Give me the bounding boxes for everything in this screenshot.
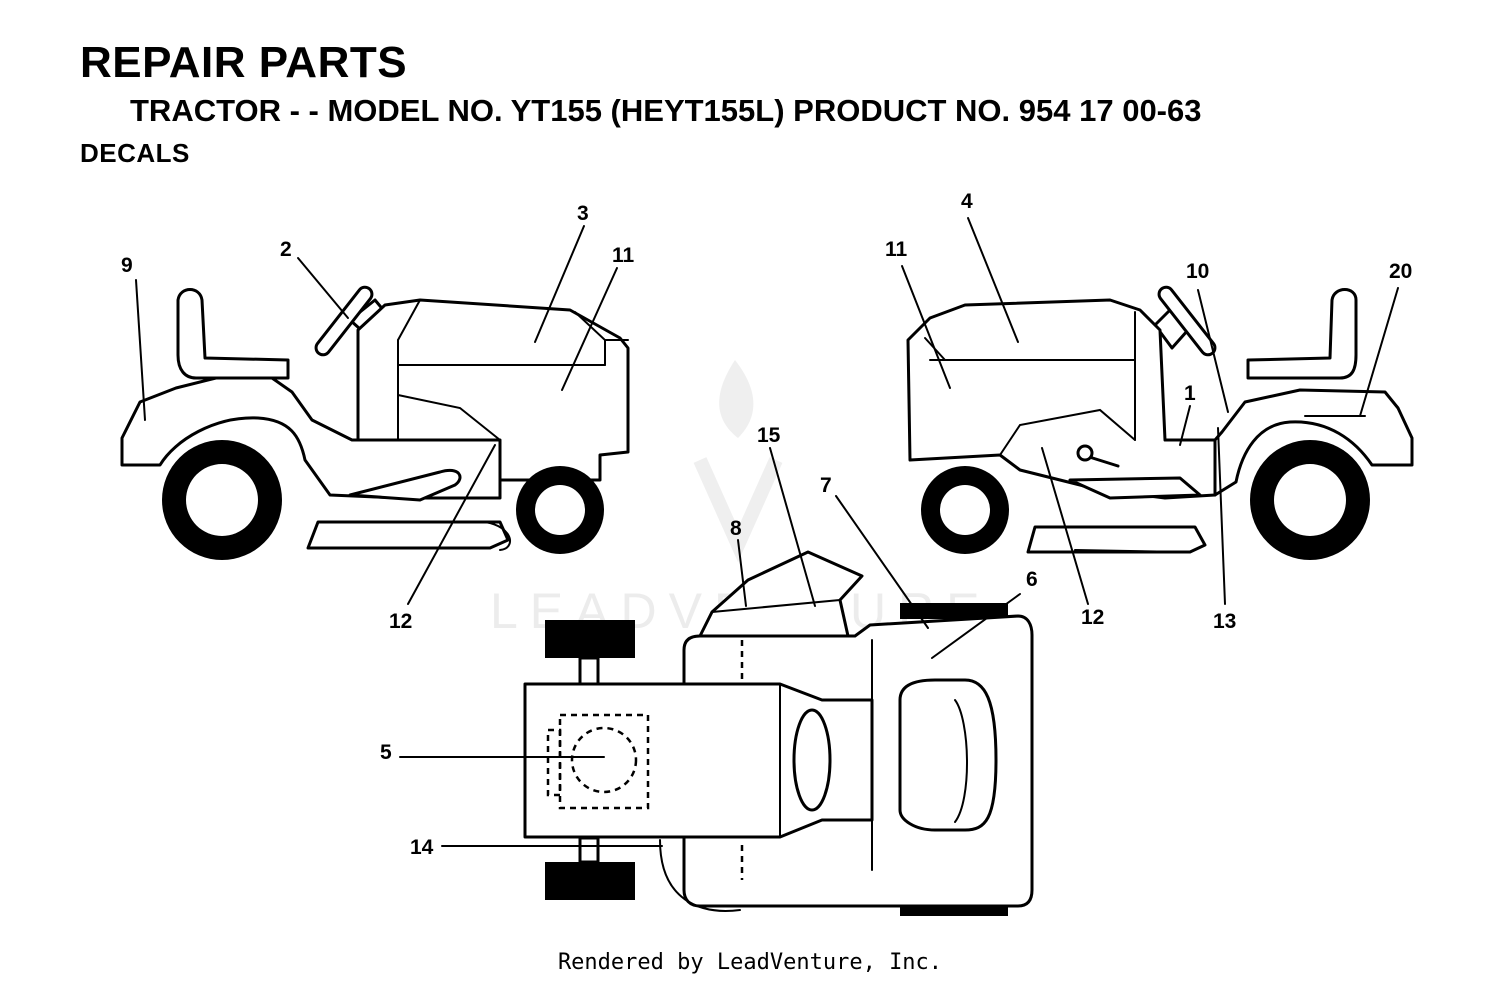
front-wheel-top-a — [545, 620, 635, 658]
rear-body-left — [120, 376, 502, 500]
callout-10: 10 — [1186, 260, 1209, 283]
callout-2: 2 — [280, 238, 292, 261]
callout-8: 8 — [730, 517, 742, 540]
deck-discharge-left — [469, 520, 511, 551]
callout-14: 14 — [410, 836, 434, 859]
callout-12-left: 12 — [389, 610, 412, 633]
page-subtitle: TRACTOR - - MODEL NO. YT155 (HEYT155L) P… — [130, 93, 1202, 128]
rear-wheel-top-a — [900, 603, 1008, 619]
footer-credit: Rendered by LeadVenture, Inc. — [557, 950, 943, 975]
tractor-top-view — [399, 447, 1034, 916]
tractor-right-side-view — [901, 217, 1414, 605]
page-title: REPAIR PARTS — [80, 38, 408, 87]
tractor-left-side-view — [120, 225, 630, 605]
hood-left — [356, 298, 630, 482]
seat-left — [176, 288, 290, 380]
callout-15: 15 — [757, 424, 781, 447]
callout-20: 20 — [1389, 260, 1412, 283]
callout-6: 6 — [1026, 568, 1038, 591]
callout-5: 5 — [380, 741, 392, 764]
callout-9: 9 — [121, 254, 133, 277]
hood-top — [523, 682, 874, 839]
section-title: DECALS — [80, 138, 190, 168]
callout-13: 13 — [1213, 610, 1236, 633]
front-wheel-top-b — [545, 862, 635, 900]
steering-wheel-top — [792, 708, 832, 812]
callout-7: 7 — [820, 474, 832, 497]
mower-deck-left — [306, 520, 510, 550]
steering-wheel-right — [1157, 285, 1217, 357]
seat-top — [898, 678, 998, 832]
callout-1: 1 — [1184, 382, 1196, 405]
discharge-chute-top — [698, 550, 864, 638]
steering-wheel-left — [314, 285, 374, 357]
hood-right — [906, 298, 1217, 500]
callout-numbers: 9 2 3 11 12 4 11 10 20 1 12 13 15 7 8 6 … — [121, 190, 1412, 859]
engine-cap-outline — [570, 726, 638, 794]
watermark-flame-icon — [719, 360, 754, 438]
footrest-right — [1068, 476, 1202, 500]
callout-11-left: 11 — [612, 244, 635, 267]
seat-right — [1246, 288, 1358, 380]
callout-12-right: 12 — [1081, 606, 1104, 629]
mower-deck-right — [1026, 525, 1207, 554]
callout-11-right: 11 — [885, 238, 908, 261]
footrest-left — [348, 469, 462, 502]
callout-4: 4 — [961, 190, 973, 213]
callout-3: 3 — [577, 202, 589, 225]
